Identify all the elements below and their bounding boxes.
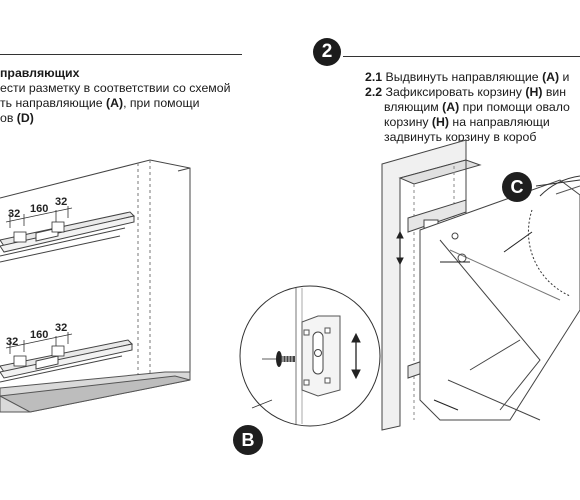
step-2-1: 2.1 Выдвинуть направляющие (A) и (365, 70, 570, 84)
callout-b: B (233, 425, 263, 455)
step-2-2-line-3: корзину (H) на направляющи (384, 115, 550, 129)
screw-icon (276, 351, 295, 367)
left-line-3: ов (D) (0, 111, 34, 125)
step-2-2-line-2: вляющим (A) при помощи овало (384, 100, 570, 114)
left-heading: правляющих (0, 66, 80, 80)
right-instructions: 2.1 Выдвинуть направляющие (A) и 2.2 Заф… (365, 70, 570, 145)
dim-top-2: 160 (30, 203, 48, 215)
rail-adjust-arrow-icon (396, 230, 404, 266)
step-2-2: 2.2 Зафиксировать корзину (H) вин (365, 85, 567, 99)
dim-bottom-1: 32 (6, 336, 18, 348)
step-2-badge: 2 (313, 38, 341, 66)
left-header-rule (0, 54, 242, 55)
cabinet-side-panel-drawing (0, 159, 191, 413)
dim-top-3: 32 (55, 196, 67, 208)
dim-top-1: 32 (8, 208, 20, 220)
dim-bottom-3: 32 (55, 322, 67, 334)
left-line-1: ести разметку в соответствии со схемой (0, 81, 231, 95)
dim-bottom-2: 160 (30, 329, 48, 341)
left-instructions: правляющих ести разметку в соответствии … (0, 66, 230, 126)
left-line-2: ть направляющие (A), при помощи (0, 96, 200, 110)
top-rail-dimensions (5, 206, 73, 243)
step-2-2-line-4: задвинуть корзину в короб (384, 130, 537, 144)
screw-detail-circle (239, 285, 381, 427)
callout-c: C (502, 172, 532, 202)
vertical-adjust-arrow-icon (351, 332, 361, 380)
bottom-rail-dimensions (5, 332, 73, 367)
basket-installation-drawing (381, 139, 580, 431)
right-header-rule (343, 56, 580, 57)
